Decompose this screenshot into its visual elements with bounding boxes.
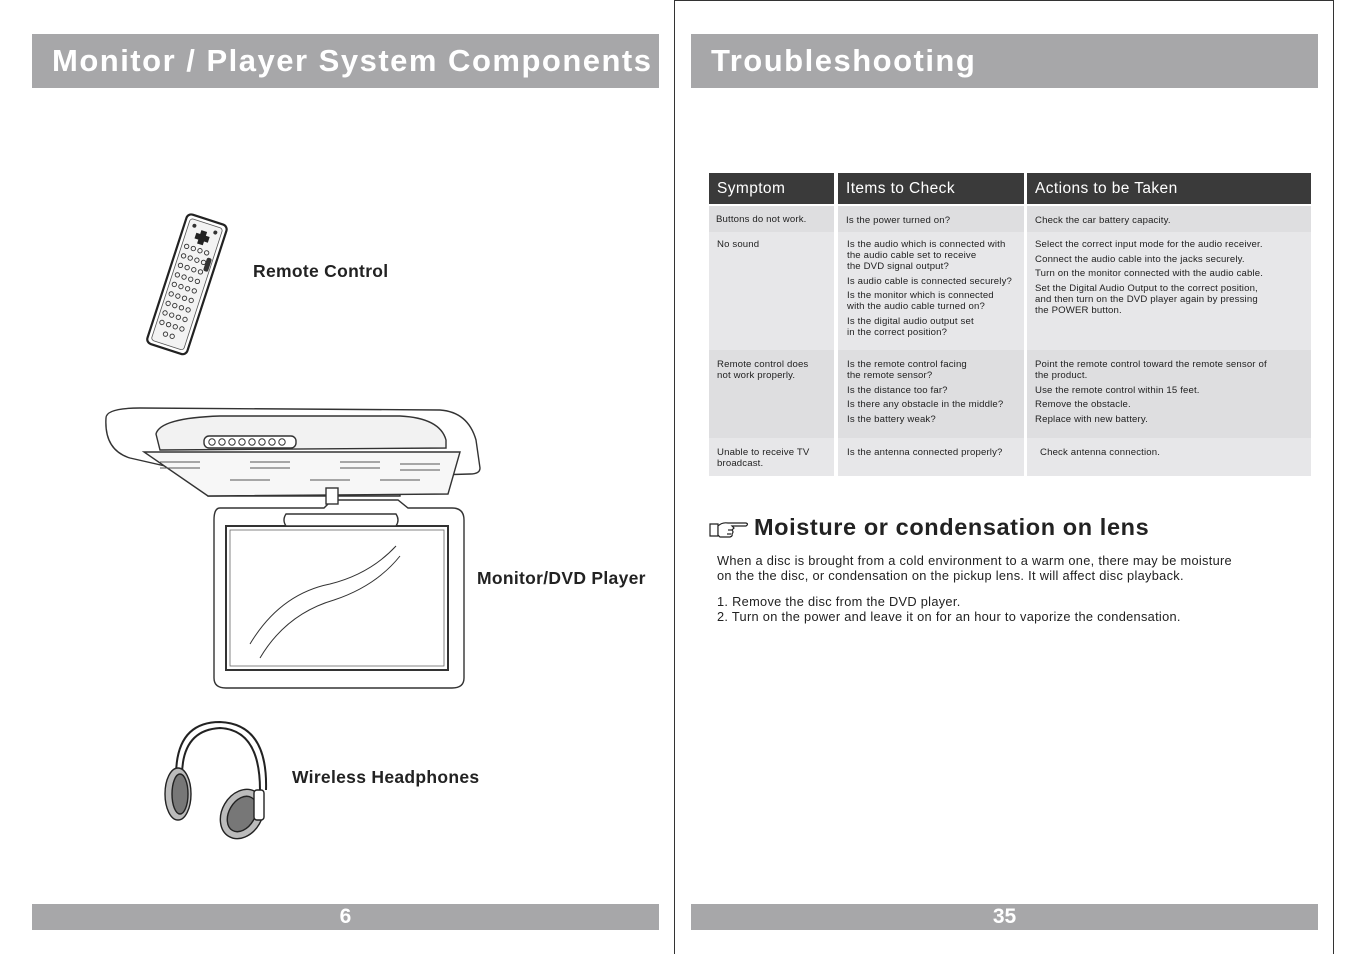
check-item: Is the audio which is connected with the… [847, 239, 1006, 272]
action-item: Replace with new battery. [1035, 413, 1148, 425]
check-item: Is audio cable is connected securely? [847, 275, 1013, 287]
symptom-cell: Buttons do not work. [716, 214, 807, 225]
check-item: Is the distance too far? [847, 384, 948, 396]
moisture-step: 2. Turn on the power and leave it on for… [717, 609, 1181, 624]
page-border-top [674, 0, 1334, 1]
moisture-step: 1. Remove the disc from the DVD player. [717, 594, 961, 609]
right-page-title: Troubleshooting [691, 34, 1318, 88]
table-cell: Select the correct input mode for the au… [1027, 232, 1311, 350]
action-item: Use the remote control within 15 feet. [1035, 384, 1200, 396]
action-item: Select the correct input mode for the au… [1035, 239, 1263, 250]
moisture-section-title: Moisture or condensation on lens [754, 514, 1150, 540]
check-item: Is the battery weak? [847, 413, 936, 425]
check-item: Is the remote control facing the remote … [847, 359, 967, 381]
table-row: Buttons do not work. [709, 206, 834, 232]
check-item: Is the power turned on? [846, 215, 951, 226]
symptom-cell: Remote control does not work properly. [717, 359, 809, 381]
table-cell: Is the remote control facing the remote … [838, 350, 1024, 438]
right-page-number: 35 [691, 904, 1318, 930]
wireless-headphones-icon [164, 720, 268, 840]
check-item: Is the digital audio output set in the c… [847, 315, 974, 338]
action-item: Check the car battery capacity. [1035, 215, 1171, 226]
table-cell: Is the antenna connected properly? [838, 438, 1024, 476]
action-item: Check antenna connection. [1040, 447, 1161, 458]
action-item: Point the remote control toward the remo… [1035, 359, 1267, 381]
left-page-number: 6 [32, 904, 659, 930]
check-item: Is there any obstacle in the middle? [847, 399, 1004, 410]
action-item: Remove the obstacle. [1035, 399, 1131, 410]
symptom-cell: Unable to receive TV broadcast. [717, 447, 810, 469]
pointing-hand-icon [709, 522, 749, 538]
action-item: Connect the audio cable into the jacks s… [1035, 253, 1245, 265]
monitor-dvd-player-icon [105, 407, 481, 689]
remote-control-icon [146, 213, 228, 356]
table-cell: Point the remote control toward the remo… [1027, 350, 1311, 438]
left-page-title: Monitor / Player System Components [32, 34, 659, 88]
table-row: No sound [709, 232, 834, 350]
header-actions: Actions to be Taken [1027, 173, 1311, 204]
check-item: Is the monitor which is connected with t… [847, 290, 994, 312]
header-items-to-check: Items to Check [838, 173, 1024, 204]
remote-control-label: Remote Control [253, 261, 389, 281]
table-cell: Check antenna connection. [1027, 438, 1311, 476]
table-cell: Is the audio which is connected with the… [838, 232, 1024, 350]
table-cell: Is the power turned on? [838, 206, 1024, 232]
moisture-steps: 1. Remove the disc from the DVD player. … [717, 594, 1181, 624]
wireless-headphones-label: Wireless Headphones [292, 767, 480, 787]
moisture-intro-line: on the the disc, or condensation on the … [717, 568, 1184, 583]
symptom-cell: No sound [717, 239, 760, 250]
header-symptom: Symptom [709, 173, 834, 204]
table-row: Unable to receive TV broadcast. [709, 438, 834, 476]
moisture-intro: When a disc is brought from a cold envir… [717, 553, 1232, 583]
monitor-dvd-player-label: Monitor/DVD Player [477, 568, 646, 588]
table-row: Remote control does not work properly. [709, 350, 834, 438]
page-divider [674, 0, 675, 954]
action-item: Set the Digital Audio Output to the corr… [1035, 282, 1258, 316]
moisture-intro-line: When a disc is brought from a cold envir… [717, 553, 1232, 568]
page-border-right [1333, 0, 1334, 954]
check-item: Is the antenna connected properly? [847, 447, 1003, 458]
action-item: Turn on the monitor connected with the a… [1035, 268, 1264, 279]
table-cell: Check the car battery capacity. [1027, 206, 1311, 232]
